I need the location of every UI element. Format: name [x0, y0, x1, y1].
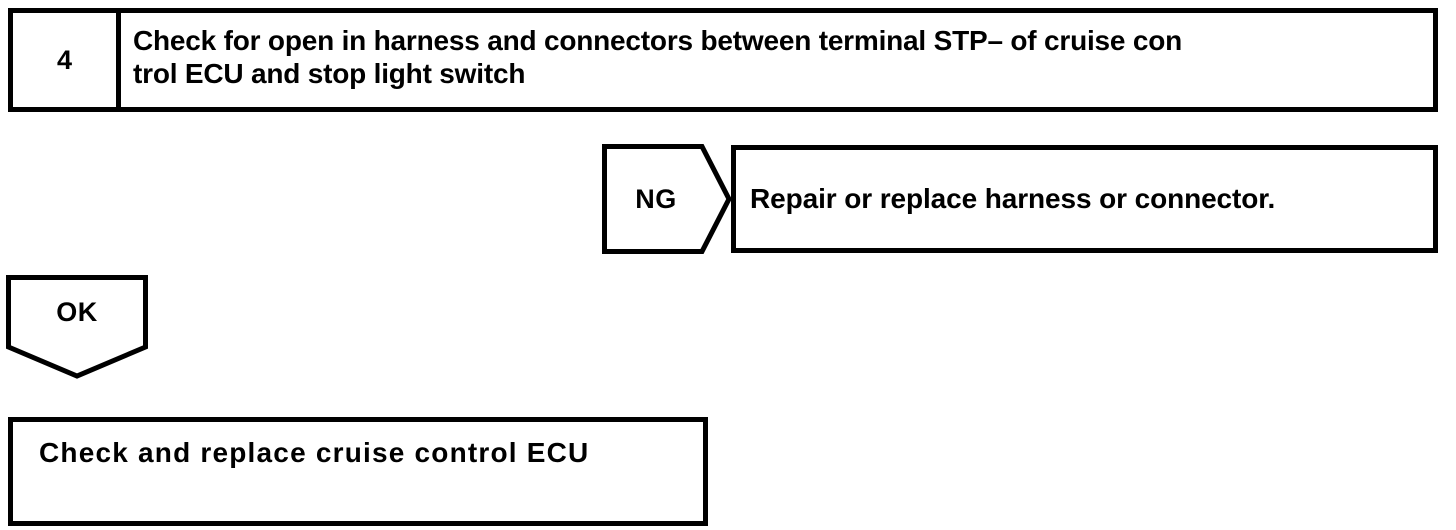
ok-result-text: Check and replace cruise control ECU	[39, 437, 590, 468]
step-instruction-cell: Check for open in harness and connectors…	[121, 13, 1433, 107]
ng-result-text: Repair or replace harness or connector.	[750, 183, 1276, 214]
ng-branch-arrow: NG	[602, 144, 732, 254]
ok-result-box: Check and replace cruise control ECU	[8, 417, 708, 526]
step-number: 4	[56, 44, 73, 75]
arrow-down-pentagon-icon	[6, 275, 148, 379]
ok-branch-arrow: OK	[6, 275, 148, 379]
ng-result-box: Repair or replace harness or connector.	[731, 145, 1438, 253]
step-number-cell: 4	[13, 13, 121, 107]
step-instruction-line-1: Check for open in harness and connectors…	[133, 25, 1183, 56]
ok-branch-label: OK	[56, 296, 98, 327]
arrow-right-pentagon-icon	[602, 144, 732, 254]
step-table-row: 4 Check for open in harness and connecto…	[8, 8, 1438, 112]
ng-branch-label: NG	[635, 183, 677, 214]
step-instruction-line-2: trol ECU and stop light switch	[133, 58, 526, 89]
